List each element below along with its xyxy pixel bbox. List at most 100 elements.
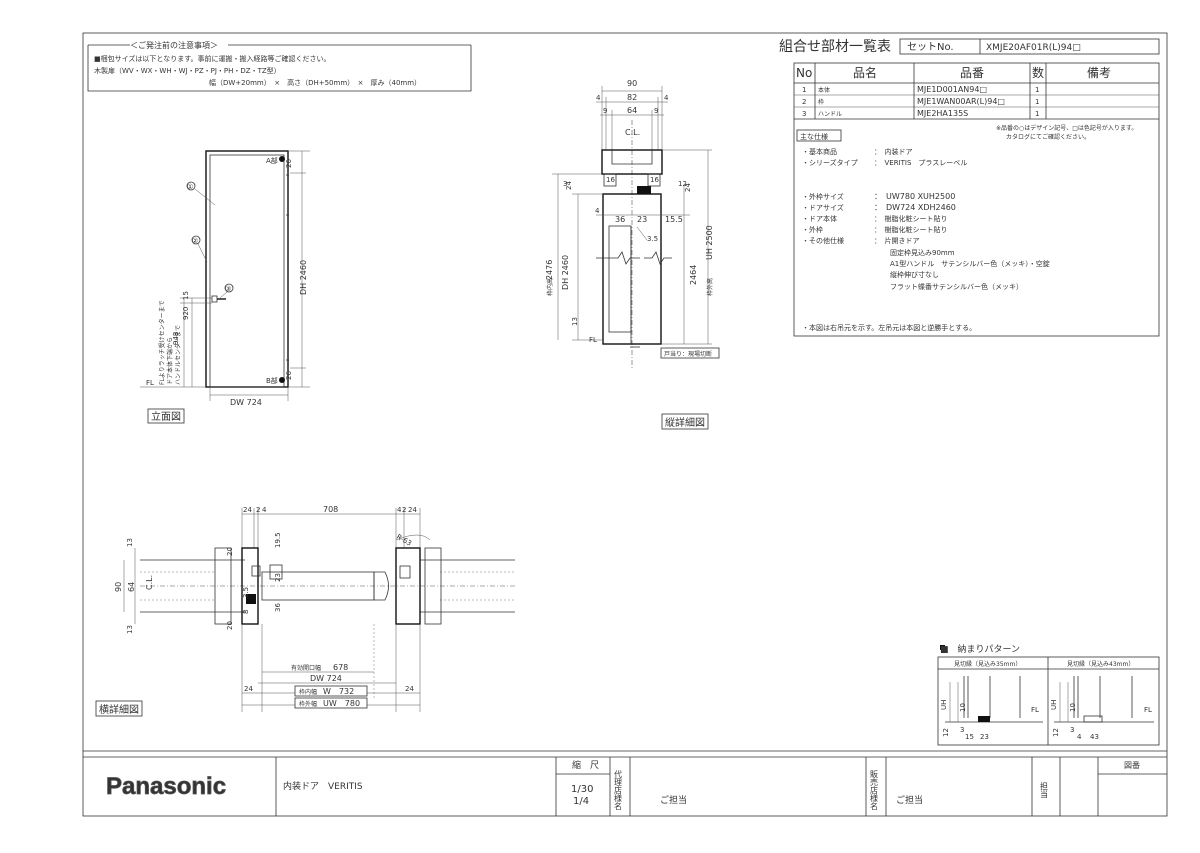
col-header-qty: 数 [1032, 65, 1044, 80]
vert-dim-9-left: 9 [603, 107, 607, 115]
vertical-section-label: 縦詳細図 [665, 416, 705, 429]
vert-fl: FL [589, 336, 597, 344]
pattern-right-title: 見切縁（見込み43mm） [1067, 660, 1134, 668]
spec-other-label: ・その他仕様 [802, 236, 844, 245]
pattern-title: ■ 納まりパターン [940, 643, 1020, 655]
pattern-right-43: 43 [1090, 733, 1099, 741]
notice-box: ＜ご発注前の注意事項＞ ■梱包サイズは以下となります。事前に運搬・搬入経路等ご確… [87, 40, 472, 92]
spec-door-body-label: ・ドア本体 [802, 214, 837, 223]
horz-dim-24-left: 24 [243, 506, 252, 514]
vert-dim-64: 64 [627, 106, 637, 115]
color-note-2: カタログにてご確認ください。 [1006, 133, 1090, 141]
vertical-section-drawing: 90 4 82 4 9 64 9 C.L. 16 16 24 3 12 24 4… [545, 79, 720, 430]
horz-dim-3-5: 3.5 [242, 587, 250, 598]
horz-dim-708: 708 [323, 505, 338, 514]
pattern-left-3: 3 [960, 726, 964, 734]
horizontal-section-drawing: 24 2 4 708 4 2 24 R-63 1 [95, 505, 515, 717]
table-row: 1 本体 MJE1D001AN94□ 1 [802, 85, 1039, 94]
vert-dim-13: 13 [571, 317, 579, 326]
fitting-pattern: ■ 納まりパターン 見切縁（見込み35mm） 見切縁（見込み43mm） UH F… [937, 643, 1160, 746]
drawing-no-label: 図番 [1124, 760, 1140, 770]
set-no-label: セットNo. [907, 41, 954, 53]
horz-dim-19-5: 19.5 [274, 532, 282, 548]
horz-dim-uw: UW 780 [323, 699, 360, 708]
pattern-left-15: 15 [965, 733, 974, 741]
vert-outer-label: 枠外高 [706, 278, 714, 296]
row3-no: 3 [802, 110, 806, 118]
pattern-left-title: 見切縁（見込み35mm） [954, 660, 1021, 668]
horz-dim-64: 64 [127, 582, 136, 592]
horz-dim-23: 23 [274, 573, 282, 582]
vert-dim-2464: 2464 [689, 265, 698, 285]
elevation-drawing: A部 B部 ① ② ③ 26 DH 2460 26 DW 724 FL [140, 150, 310, 424]
scale-label: 縮 尺 [572, 759, 599, 771]
parts-table: No 品名 品番 数 備考 1 本体 MJE1D001AN94□ 1 2 枠 M… [793, 62, 1160, 337]
spec-door-size-label: ・ドアサイズ [802, 203, 844, 212]
row3-name: ハンドル [818, 111, 842, 118]
spec-other-line2: A1型ハンドル サテンシルバー色（メッキ）・空錠 [890, 259, 1050, 268]
vert-cl: C.L. [625, 128, 640, 137]
pattern-left-uh: UH [940, 700, 948, 710]
vert-dim-16-right: 16 [650, 176, 659, 184]
elev-dim-dh: DH 2460 [299, 260, 308, 295]
pattern-right-4: 4 [1077, 733, 1082, 741]
brand-logo: Panasonic [106, 773, 226, 800]
row1-name: 本体 [818, 86, 830, 94]
horz-dim-678: 678 [333, 663, 348, 672]
spec-other-line1: 固定枠見込み90mm [890, 248, 955, 257]
pattern-right-12: 12 [1052, 728, 1060, 737]
col-header-no: No [796, 66, 812, 80]
elev-note-latch: FLよりラッチ受けセンターまで [158, 300, 166, 385]
vert-dim-24: 24 [565, 181, 573, 190]
spec-other-line4: フラット蝶番サテンシルバー色（メッキ） [890, 282, 1023, 291]
vert-dim-3-5: 3.5 [647, 235, 658, 243]
agent-label: 代理店様名 [614, 769, 623, 811]
horz-cl: C.L. [145, 575, 154, 590]
horizontal-section-label: 横詳細図 [99, 703, 139, 716]
pattern-right-uh: UH [1050, 700, 1058, 710]
sheet-border [82, 32, 1168, 817]
spec-other-value: ： 片開きドア [874, 236, 920, 245]
notice-line2: 木製扉（WV・WX・WH・WJ・PZ・PJ・PH・DZ・TZ型） [94, 66, 281, 75]
parts-list-title: 組合せ部材一覧表 [779, 38, 891, 55]
agent-contact: ご担当 [660, 794, 687, 806]
pattern-right-fl: FL [1144, 706, 1152, 714]
horz-dim-24-left-bottom: 24 [244, 685, 253, 693]
vert-dim-24-right: 24 [684, 183, 692, 192]
mark-a: A部 [266, 156, 278, 165]
elev-dim-948: 948 [172, 332, 180, 345]
vert-dim-36: 36 [615, 215, 625, 224]
notice-line3: 幅（DW+20mm） × 高さ（DH+50mm） × 厚み（40mm） [209, 78, 421, 87]
spec-frame-value: ： 樹脂化粧シート貼り [874, 225, 948, 234]
horz-dim-dw: DW 724 [310, 674, 342, 683]
spec-other-line3: 縦枠伸び寸なし [890, 270, 939, 279]
row2-name: 枠 [818, 98, 824, 106]
horz-dim-20-top: 20 [226, 547, 234, 556]
horz-dim-90: 90 [114, 582, 123, 592]
horz-dim-24-right: 24 [408, 506, 417, 514]
horz-dim-13-top: 13 [126, 538, 134, 547]
vert-dim-16-left: 16 [606, 176, 615, 184]
spec-door-body-value: ： 樹脂化粧シート貼り [874, 214, 948, 223]
spec-base-label: ・基本商品 [802, 147, 837, 156]
spec-series-value: ： VERITIS プラスレーベル [874, 159, 967, 167]
table-row: 2 枠 MJE1WAN00AR(L)94□ 1 [802, 97, 1039, 106]
vert-dim-9-right: 9 [654, 107, 658, 115]
horz-dim-13-bottom: 13 [126, 625, 134, 634]
horz-opening-label: 有効開口幅 [291, 664, 321, 672]
vert-dim-23: 23 [637, 215, 647, 224]
dealer-label: 販売店様名 [870, 769, 879, 811]
horz-dim-4-left: 4 [262, 506, 267, 514]
scale-2: 1/4 [573, 796, 589, 807]
col-header-note: 備考 [1087, 65, 1111, 80]
mark-b: B部 [266, 376, 278, 385]
vert-dim-4-left: 4 [596, 94, 601, 102]
color-note-1: ※品番の○はデザイン記号、□は色記号が入ります。 [996, 124, 1137, 132]
marker-2: ② [192, 237, 198, 245]
horz-dim-20-bottom: 20 [226, 621, 234, 630]
marker-1: ① [187, 183, 193, 191]
horz-uw-label: 枠外幅 [299, 700, 317, 708]
vert-dim-3: 3 [563, 180, 567, 188]
